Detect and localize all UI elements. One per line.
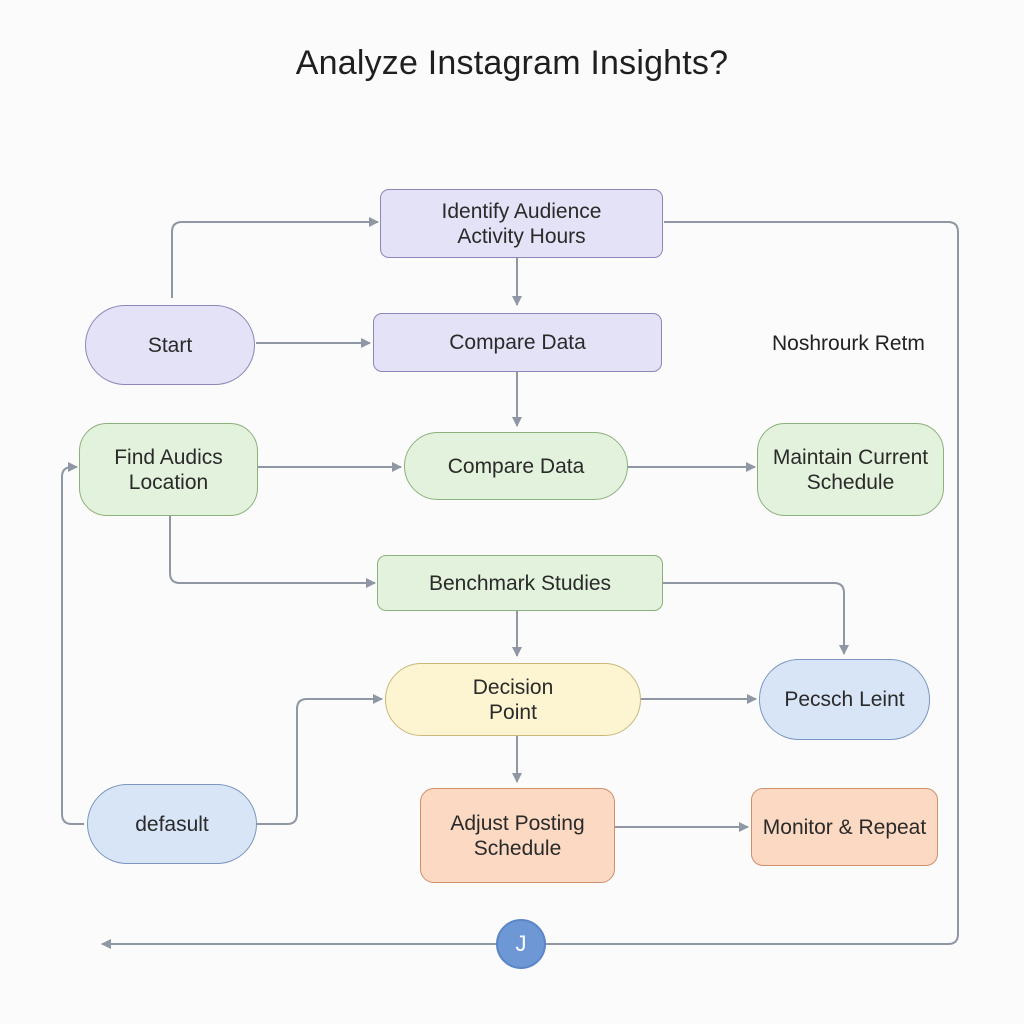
node-adjust-posting-schedule[interactable]: Adjust Posting Schedule [420,788,615,883]
edge-find-to-benchmark [169,516,376,588]
edge-identify-loop-return [101,221,959,949]
node-pecsch-leint[interactable]: Pecsch Leint [759,659,930,740]
node-decision-point[interactable]: Decision Point [385,663,641,736]
edge-defasult-to-decision [257,694,383,825]
node-find-audics-location[interactable]: Find Audics Location [79,423,258,516]
node-defasult[interactable]: defasult [87,784,257,864]
diagram-title: Analyze Instagram Insights? [295,44,729,82]
label-noshrourk-retm: Noshrourk Retm [772,332,925,355]
edge-start-to-identify [171,217,379,298]
edge-benchmark-to-pecsch [663,582,849,655]
node-compare-data-mid[interactable]: Compare Data [404,432,628,500]
node-identify-audience-activity-hours[interactable]: Identify Audience Activity Hours [380,189,663,258]
node-compare-data-top[interactable]: Compare Data [373,313,662,372]
node-maintain-current-schedule[interactable]: Maintain Current Schedule [757,423,944,516]
node-monitor-and-repeat[interactable]: Monitor & Repeat [751,788,938,866]
node-benchmark-studies[interactable]: Benchmark Studies [377,555,663,611]
edge-defasult-to-find [61,462,84,825]
node-start[interactable]: Start [85,305,255,385]
connector-circle-j[interactable]: J [496,919,546,969]
